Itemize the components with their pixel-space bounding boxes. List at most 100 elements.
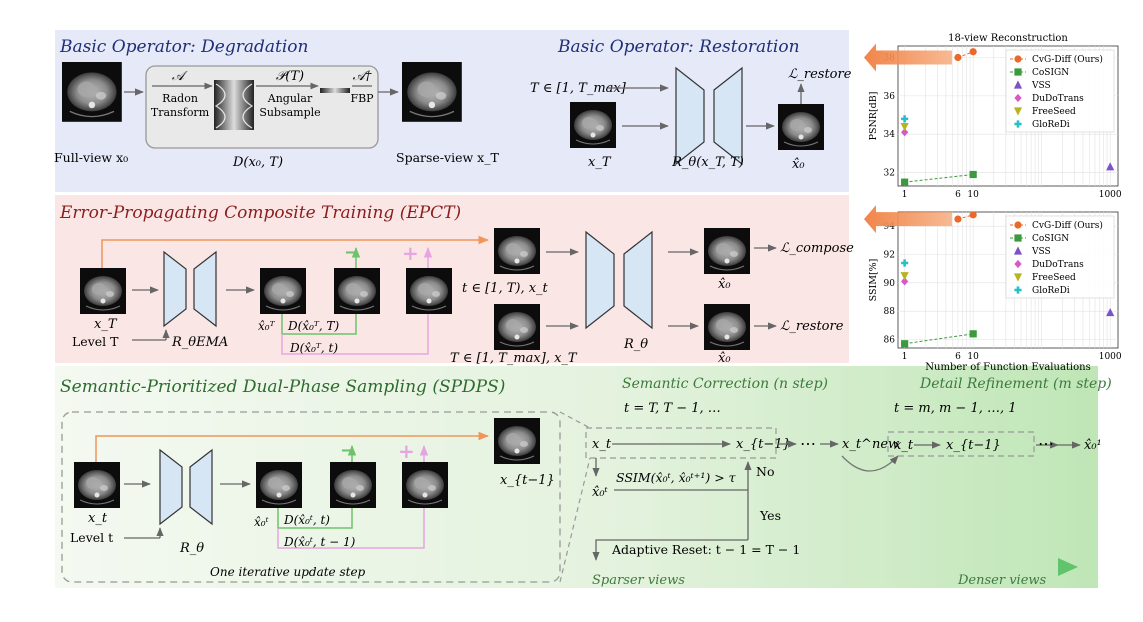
chart-0-xtick: 1000: [1099, 190, 1122, 200]
chart-1-legend-label-5: GloReDi: [1032, 286, 1070, 296]
chart-0-series-1-point: [969, 170, 977, 179]
restoration-input-ct: [569, 101, 617, 149]
radon-label-2: Transform: [151, 106, 210, 119]
spdps-output-ct: [493, 417, 541, 465]
epct-out1-label: x̂₀: [718, 277, 731, 292]
no-label: No: [756, 464, 774, 479]
chart-1-series-1-line: [904, 333, 974, 345]
compose-loss-label: ℒ_compose: [780, 241, 854, 256]
epct-pred-label: x̂₀ᵀ: [258, 319, 276, 333]
sc-dots: ⋯: [800, 434, 816, 453]
yes-label: Yes: [759, 508, 781, 523]
sinogram-image: [214, 80, 254, 130]
restoration-input-label: x_T: [588, 155, 612, 170]
chart-0-legend-marker-5: [1014, 120, 1022, 128]
full-view-ct-image: [61, 61, 123, 123]
chart-1-ytick: 92: [884, 251, 895, 261]
chart-1-legend-label-3: DuDoTrans: [1032, 260, 1084, 270]
charts-area: 161010003234363818-view ReconstructionPS…: [864, 33, 1122, 373]
detail-t-range: t = m, m − 1, …, 1: [894, 401, 1017, 416]
chart-0-series-5-point: [901, 115, 909, 123]
epct-plus: +: [402, 241, 419, 265]
spdps-level-label: Level t: [70, 530, 113, 545]
chart-1-xtick: 6: [955, 352, 961, 362]
sparse-view-ct-image: [401, 61, 463, 123]
sc-xt: x_t: [592, 437, 612, 452]
chart-0-title: 18-view Reconstruction: [948, 33, 1068, 44]
chart-1-highlight-arrow: [864, 205, 952, 234]
epct-restore-input-ct: [493, 303, 541, 351]
angular-label-2: Subsample: [259, 106, 320, 119]
degradation-function-label: D(x₀, T): [232, 155, 283, 170]
adaptive-reset-label: Adaptive Reset: t − 1 = T − 1: [611, 542, 800, 557]
chart-0-series-4-point: [900, 122, 909, 132]
restoration-network-label: R_θ(x_T, T): [671, 155, 744, 170]
chart-0-series-1-point: [901, 178, 909, 186]
chart-1-xtick: 1000: [1099, 352, 1122, 362]
epct-restore-input-label: T ∈ [1, T_max], x_T: [450, 351, 578, 366]
epct-ema-label: R_θEMA: [171, 335, 228, 350]
chart-0-legend-marker-4: [1013, 107, 1023, 116]
spdps-pred-label: x̂₀ᵗ: [254, 515, 269, 529]
spdps-input-ct: [73, 461, 121, 509]
epct-out1-ct: [703, 227, 751, 275]
dr-xt: x_t: [894, 438, 914, 453]
chart-0-series-2-point: [1106, 162, 1115, 171]
spdps-deg2-ct: [401, 461, 449, 509]
chart-0-legend-marker-1: [1014, 68, 1022, 76]
epct-out2-ct: [703, 303, 751, 351]
ssim-condition: SSIM(x̂₀ᵗ, x̂₀ᵗ⁺¹) > τ: [616, 470, 737, 485]
spdps-network-label: R_θ: [179, 541, 204, 556]
epct-deg1-label: D(x̂₀ᵀ, T): [287, 319, 340, 333]
chart-0-xtick: 10: [967, 190, 979, 200]
restoration-title: Basic Operator: Restoration: [557, 37, 800, 57]
epct-level-label: Level T: [72, 334, 119, 349]
restoration-t-range: T ∈ [1, T_max]: [530, 81, 627, 96]
chart-0-legend-label-1: CoSIGN: [1032, 68, 1069, 78]
chart-0-ylabel: PSNR[dB]: [868, 92, 879, 141]
chart-0-xtick: 1: [902, 190, 908, 200]
restoration-output-label: x̂₀: [792, 157, 805, 172]
chart-0-ytick: 32: [884, 169, 895, 179]
chart-0: 161010003234363818-view ReconstructionPS…: [864, 33, 1122, 200]
spdps-minus: −: [340, 440, 355, 461]
chart-0-series-0-point: [969, 48, 977, 56]
subsampled-sinogram: [320, 88, 350, 93]
chart-1-legend-marker-0: [1014, 221, 1022, 229]
chart-1-series-0-point: [954, 215, 962, 223]
chart-0-legend-label-4: FreeSeed: [1032, 107, 1076, 117]
chart-1-series-5-point: [901, 259, 909, 267]
chart-1-xtick: 10: [967, 352, 979, 362]
chart-0-legend-label-0: CvG-Diff (Ours): [1032, 54, 1103, 65]
epct-pred-ct: [259, 267, 307, 315]
spdps-deg1-ct: [329, 461, 377, 509]
spdps-panel: [55, 366, 1098, 588]
chart-1-legend-label-1: CoSIGN: [1032, 234, 1069, 244]
spdps-title: Semantic-Prioritized Dual-Phase Sampling…: [60, 377, 505, 397]
sc-xnew: x_t^new: [842, 437, 899, 452]
chart-1-series-0-point: [969, 211, 977, 219]
chart-1-ylabel: SSIM[%]: [868, 259, 879, 302]
spdps-input-label: x_t: [88, 511, 108, 526]
chart-1-ytick: 88: [884, 307, 896, 317]
sparse-view-label: Sparse-view x_T: [396, 150, 499, 165]
dr-xt1: x_{t−1}: [946, 438, 1001, 453]
chart-1-legend-marker-5: [1014, 286, 1022, 294]
epct-restore-loss-label: ℒ_restore: [780, 319, 844, 334]
chart-1-legend-marker-2: [1013, 246, 1023, 255]
semantic-t-range: t = T, T − 1, …: [624, 401, 721, 416]
epct-minus: −: [344, 242, 359, 263]
chart-1-legend-label-0: CvG-Diff (Ours): [1032, 220, 1103, 231]
chart-0-legend-label-2: VSS: [1031, 81, 1051, 91]
chart-1-ytick: 94: [884, 222, 896, 232]
chart-1-xlabel: Number of Function Evaluations: [925, 362, 1090, 373]
epct-compose-input-label: t ∈ [1, T), x_t: [462, 281, 549, 296]
chart-0-legend-marker-3: [1014, 93, 1022, 103]
epct-title: Error-Propagating Composite Training (EP…: [59, 203, 461, 223]
chart-1-legend-label-4: FreeSeed: [1032, 273, 1076, 283]
chart-1-series-2-point: [1106, 307, 1115, 317]
chart-0-legend-label-3: DuDoTrans: [1032, 94, 1084, 104]
chart-1-ytick: 86: [884, 336, 896, 346]
